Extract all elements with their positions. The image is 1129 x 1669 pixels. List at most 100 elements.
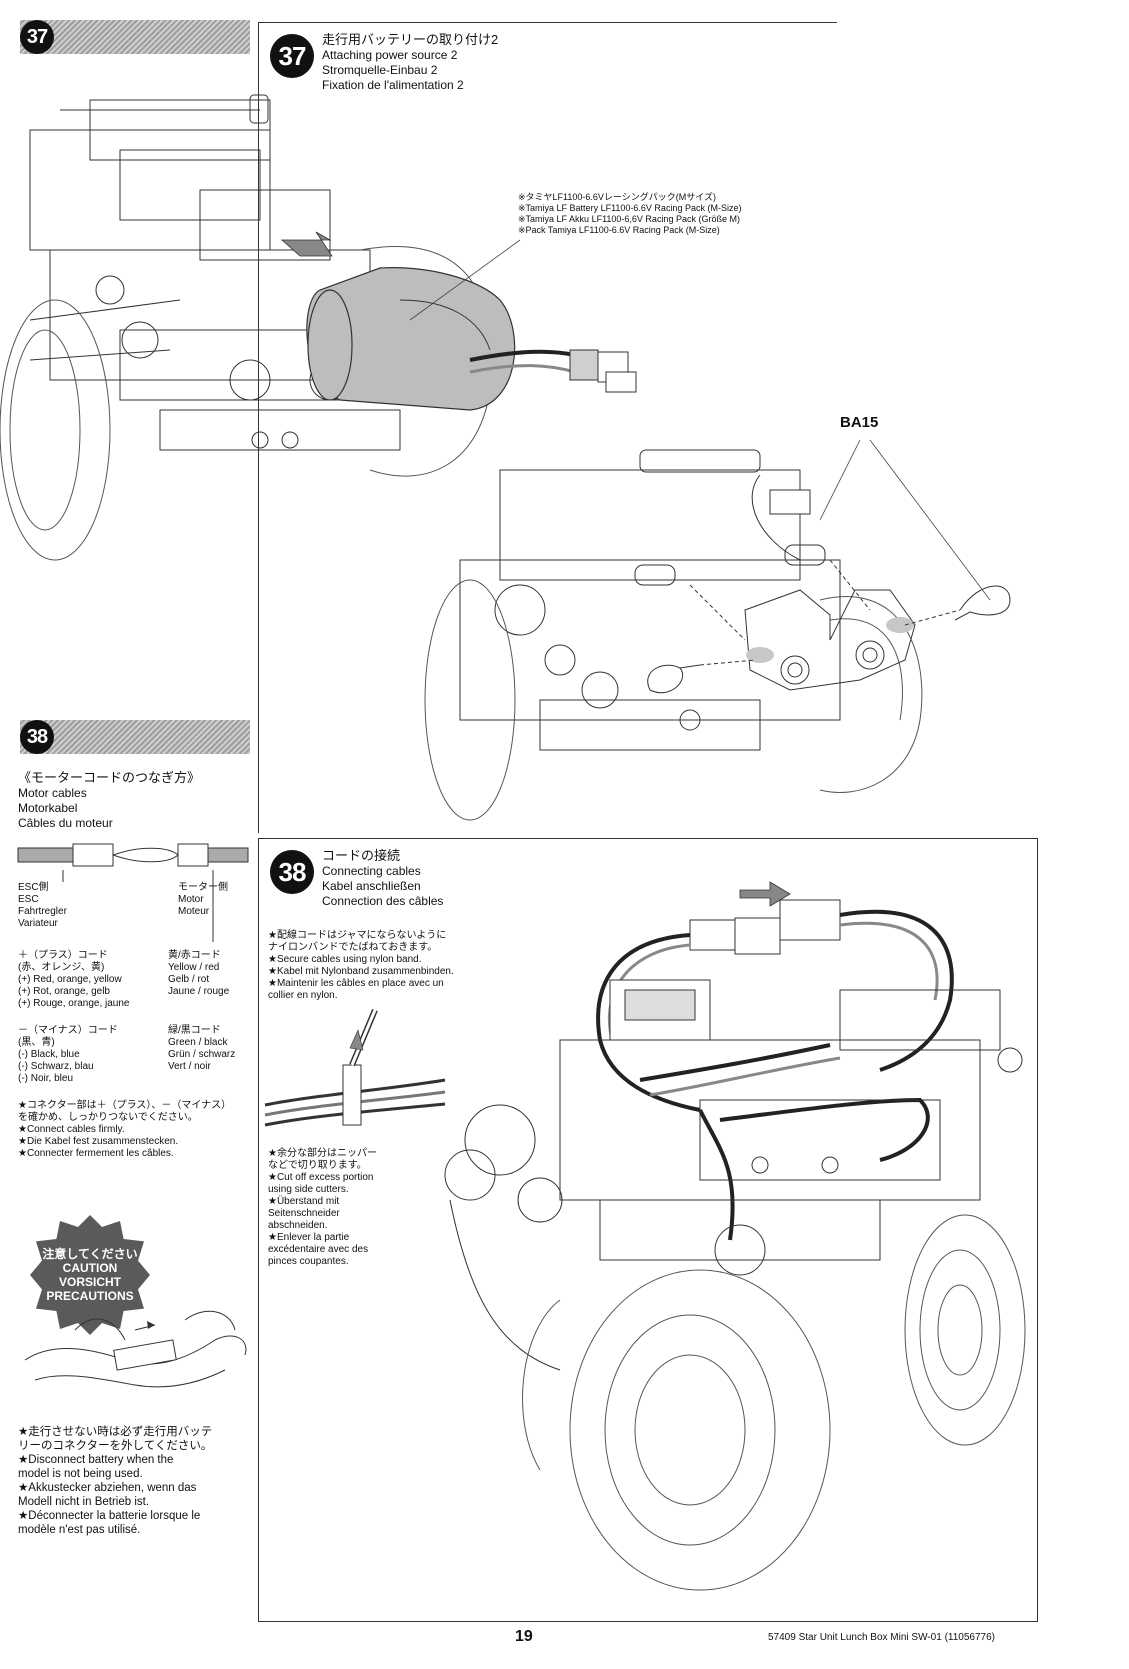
plus-right-de: Gelb / rot <box>168 974 210 985</box>
cut-note-de-3: abschneiden. <box>268 1220 328 1231</box>
disconnect-fr-2: modèle n'est pas utilisé. <box>18 1524 141 1536</box>
esc-side-fr: Variateur <box>18 918 58 929</box>
connect-notes: ★コネクター部は＋（プラス）、－（マイナス） を確かめ、しっかりつないでください… <box>18 1100 258 1160</box>
plus-cable-en: (+) Red, orange, yellow <box>18 974 122 985</box>
connect-note-de: ★Die Kabel fest zusammenstecken. <box>18 1136 179 1147</box>
disconnect-fr-1: ★Déconnecter la batterie lorsque le <box>18 1510 201 1522</box>
nylon-band-illustration <box>264 1008 446 1127</box>
battery-pack <box>306 267 637 411</box>
esc-side-de: Fahrtregler <box>18 906 67 917</box>
step38-title-de: Kabel anschließen <box>322 879 421 893</box>
cut-excess-notes: ★余分な部分はニッパー などで切り取ります。 ★Cut off excess p… <box>268 1148 408 1268</box>
motor-cables-heading-jp: 《モーターコードのつなぎ方》 <box>18 770 201 785</box>
minus-right-en: Green / black <box>168 1037 228 1048</box>
cut-note-fr-1: ★Enlever la partie <box>268 1232 350 1243</box>
battery-note-en: ※Tamiya LF Battery LF1100-6.6V Racing Pa… <box>518 203 742 213</box>
minus-cable-de: (-) Schwarz, blau <box>18 1061 94 1072</box>
minus-right-jp: 緑/黒コード <box>168 1025 221 1036</box>
minus-right-de: Grün / schwarz <box>168 1049 236 1060</box>
plus-right-fr: Jaune / rouge <box>168 986 230 997</box>
disconnect-de-1: ★Akkustecker abziehen, wenn das <box>18 1482 197 1494</box>
motor-cables-heading-en: Motor cables <box>18 786 87 800</box>
battery-note-fr: ※Pack Tamiya LF1100-6.6V Racing Pack (M-… <box>518 225 720 235</box>
esc-side-label: ESC側 ESC Fahrtregler Variateur <box>18 882 67 930</box>
plus-cable-fr: (+) Rouge, orange, jaune <box>18 998 130 1009</box>
cut-note-de-1: ★Überstand mit <box>268 1196 340 1207</box>
motor-cables-heading: 《モーターコードのつなぎ方》 Motor cables Motorkabel C… <box>18 770 248 831</box>
step37-panel <box>258 22 837 833</box>
motor-side-label: モーター側 Motor Moteur <box>178 882 228 918</box>
step37-title-fr: Fixation de l'alimentation 2 <box>322 78 464 92</box>
step38-header-bar <box>20 720 250 754</box>
motor-side-fr: Moteur <box>178 906 210 917</box>
plus-cable-left: ＋（プラス）コード (赤、オレンジ、黄) (+) Red, orange, ye… <box>18 950 178 1010</box>
cut-note-jp-2: などで切り取ります。 <box>268 1160 367 1171</box>
step38-badge-small: 38 <box>20 720 54 754</box>
disconnect-en-1: ★Disconnect battery when the <box>18 1454 174 1466</box>
step38-panel <box>258 838 1038 1622</box>
nylon-note-fr-2: collier en nylon. <box>268 990 338 1001</box>
motor-side-en: Motor <box>178 894 204 905</box>
body-clip-right <box>954 585 1011 621</box>
motor-side-jp: モーター側 <box>178 882 228 893</box>
step37-badge: 37 <box>270 34 314 78</box>
step38-title-fr: Connection des câbles <box>322 894 444 908</box>
product-code: 57409 Star Unit Lunch Box Mini SW-01 (11… <box>768 1632 995 1643</box>
motor-cables-heading-de: Motorkabel <box>18 801 78 815</box>
motor-connector-diagram <box>17 843 249 867</box>
cut-note-en-2: using side cutters. <box>268 1184 349 1195</box>
step38-badge: 38 <box>270 850 314 894</box>
cut-note-en-1: ★Cut off excess portion <box>268 1172 374 1183</box>
disconnect-jp-2: リーのコネクターを外してください。 <box>18 1440 213 1452</box>
step37-illustration <box>0 94 1011 821</box>
minus-right-fr: Vert / noir <box>168 1061 211 1072</box>
minus-cable-fr: (-) Noir, bleu <box>18 1073 74 1084</box>
nylon-note-jp-2: ナイロンバンドでたばねておきます。 <box>268 942 438 953</box>
disconnect-notes: ★走行させない時は必ず走行用バッテ リーのコネクターを外してください。 ★Dis… <box>18 1425 248 1537</box>
insert-arrow <box>280 231 333 257</box>
connect-note-fr: ★Connecter fermement les câbles. <box>18 1148 174 1159</box>
cut-note-de-2: Seitenschneider <box>268 1208 340 1219</box>
nylon-note-de: ★Kabel mit Nylonband zusammenbinden. <box>268 966 454 977</box>
battery-note: ※タミヤLF1100-6.6Vレーシングパック(Mサイズ) ※Tamiya LF… <box>518 192 838 236</box>
battery-note-de: ※Tamiya LF Akku LF1100-6,6V Racing Pack … <box>518 214 740 224</box>
step37-header-bar <box>20 20 250 54</box>
motor-cables-heading-fr: Câbles du moteur <box>18 816 113 830</box>
nylon-note-en: ★Secure cables using nylon band. <box>268 954 422 965</box>
nylon-note-jp-1: ★配線コードはジャマにならないように <box>268 930 447 941</box>
caution-en: CAUTION <box>62 1261 118 1275</box>
step38-title-en: Connecting cables <box>322 864 421 878</box>
page-number: 19 <box>515 1628 533 1645</box>
cut-note-fr-3: pinces coupantes. <box>268 1256 349 1267</box>
nylon-band-notes: ★配線コードはジャマにならないように ナイロンバンドでたばねておきます。 ★Se… <box>268 930 508 1002</box>
esc-side-en: ESC <box>18 894 39 905</box>
step38-title-jp: コードの接続 <box>322 848 401 863</box>
plus-right-jp: 黄/赤コード <box>168 950 221 961</box>
disconnect-hands-illustration <box>24 1310 247 1388</box>
step37-badge-small: 37 <box>20 20 54 54</box>
plus-cable-jp: ＋（プラス）コード <box>18 950 108 961</box>
minus-cable-right: 緑/黒コード Green / black Grün / schwarz Vert… <box>168 1025 235 1073</box>
step37-title-de: Stromquelle-Einbau 2 <box>322 63 438 77</box>
cut-note-jp-1: ★余分な部分はニッパー <box>268 1148 377 1159</box>
minus-cable-colors-jp: (黒、青) <box>18 1037 55 1048</box>
disconnect-de-2: Modell nicht in Betrieb ist. <box>18 1496 150 1508</box>
disconnect-jp-1: ★走行させない時は必ず走行用バッテ <box>18 1426 213 1438</box>
plus-right-en: Yellow / red <box>168 962 220 973</box>
step37-titles: 走行用バッテリーの取り付け2 Attaching power source 2 … <box>322 32 498 93</box>
minus-cable-en: (-) Black, blue <box>18 1049 80 1060</box>
step37-title-en: Attaching power source 2 <box>322 48 458 62</box>
esc-side-jp: ESC側 <box>18 882 49 893</box>
plus-cable-de: (+) Rot, orange, gelb <box>18 986 110 997</box>
minus-cable-left: －（マイナス）コード (黒、青) (-) Black, blue (-) Sch… <box>18 1025 178 1085</box>
caution-jp: 注意してください <box>42 1247 138 1261</box>
connect-note-en: ★Connect cables firmly. <box>18 1124 125 1135</box>
plus-cable-colors-jp: (赤、オレンジ、黄) <box>18 962 105 973</box>
step38-titles: コードの接続 Connecting cables Kabel anschließ… <box>322 848 443 909</box>
motor-diagram-leaders <box>62 870 214 942</box>
connect-note-jp-2: を確かめ、しっかりつないでください。 <box>18 1112 198 1123</box>
plus-cable-right: 黄/赤コード Yellow / red Gelb / rot Jaune / r… <box>168 950 229 998</box>
cut-note-fr-2: excédentaire avec des <box>268 1244 369 1255</box>
caution-de: VORSICHT <box>58 1275 121 1289</box>
